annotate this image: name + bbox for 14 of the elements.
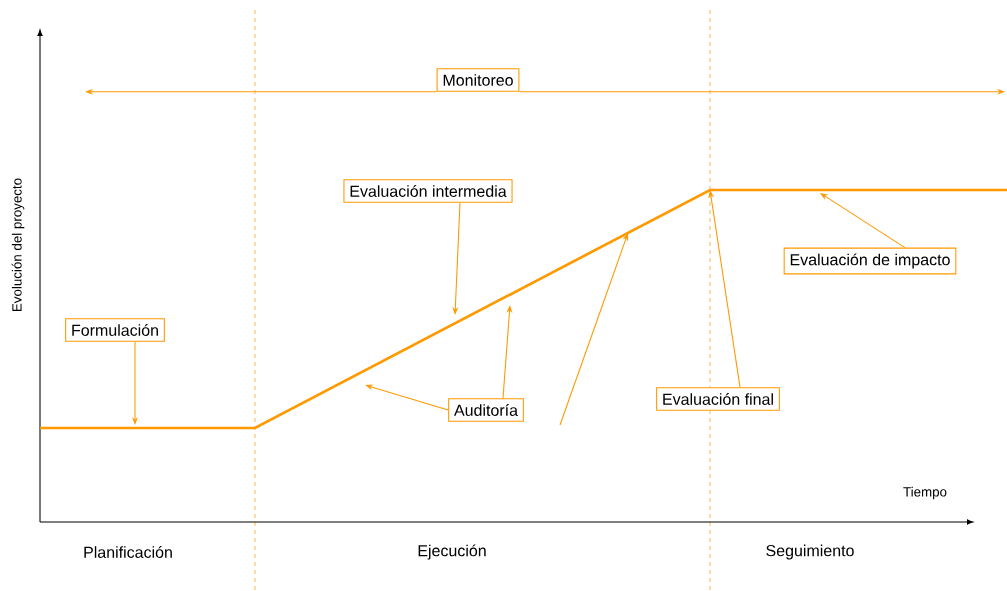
label-box: Monitoreo: [436, 68, 520, 92]
leader-arrow: [708, 190, 741, 388]
label-box: Evaluación final: [656, 387, 780, 411]
phase-label: Seguimiento: [766, 544, 854, 560]
label-box: Evaluación de impacto: [783, 247, 957, 275]
phase-label: Ejecución: [418, 544, 486, 560]
label-box: Auditoría: [448, 398, 524, 422]
phase-label: Planificación: [84, 546, 172, 558]
label-box: Evaluación intermedia: [343, 179, 513, 203]
leader-arrow: [820, 193, 906, 249]
leader-arrow: [365, 384, 449, 411]
label-box: Formulación: [65, 318, 165, 342]
axis-label: Tiempo: [903, 486, 947, 500]
axis-label: Evolución del proyecto: [11, 178, 25, 311]
